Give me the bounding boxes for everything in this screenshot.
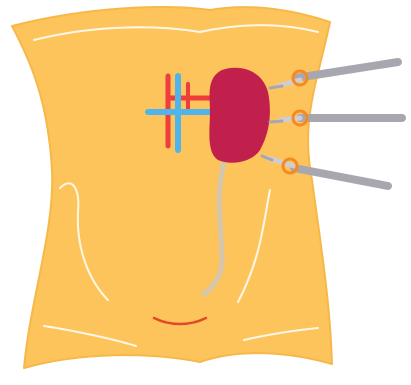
- illustration-stage: [0, 0, 411, 385]
- torso-diagram: [0, 0, 411, 385]
